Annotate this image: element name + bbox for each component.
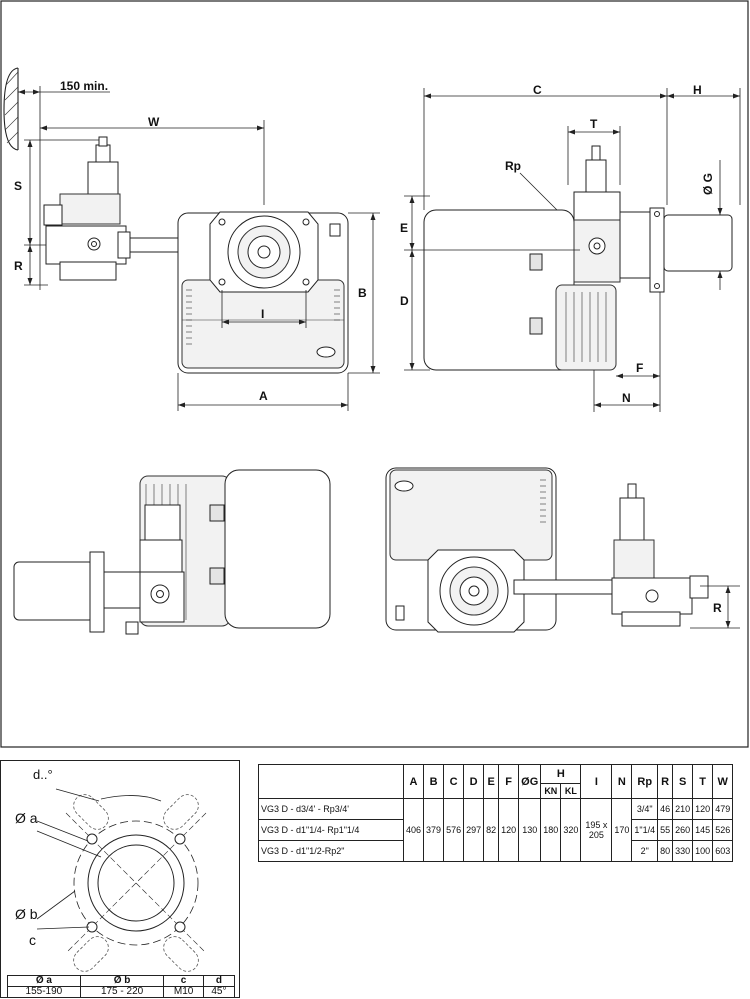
flange-drawing-panel: d..° Ø a Ø b c Ø a Ø b c d 155-190 175 -… [0,760,240,998]
flange-drawing: d..° Ø a Ø b c [15,767,207,972]
value-w: 603 [712,840,734,862]
burner-housing-side [423,209,575,371]
d-label: D [400,294,409,308]
flange-table-cell: 155-190 [7,986,81,998]
dimensions-table-header: A B C D E F ØG H I N Rp R S T W [258,764,734,799]
value-h-kl: 320 [560,798,582,862]
value-f: 120 [498,798,520,862]
flange-table-cell: 175 - 220 [79,986,165,998]
flange-c-label: c [29,932,36,948]
value-t: 100 [692,840,714,862]
flange-table: Ø a Ø b c d 155-190 175 - 220 M10 45° [7,975,236,998]
value-e: 82 [483,798,500,862]
value-t: 145 [692,819,714,841]
i-label: I [261,307,264,321]
flange-table-header-cell: Ø a [7,975,81,987]
col-header-e: E [483,764,500,799]
blast-tube [663,214,733,272]
value-rp: 3/4" [631,798,659,820]
value-r: 80 [657,840,674,862]
clearance-label: 150 min. [60,79,108,93]
col-header-n: N [611,764,633,799]
col-header-a: A [402,764,425,799]
value-w: 526 [712,819,734,841]
bottom-left-view [13,469,331,635]
e-label: E [400,221,408,235]
col-header-h-kl: KL [560,783,582,799]
g-label: Ø G [701,173,715,195]
col-header-t: T [692,764,714,799]
burner-body-front [177,211,349,374]
col-header-s: S [672,764,694,799]
s-label: S [14,179,22,193]
col-header-rp: Rp [631,764,659,799]
technical-drawings: 150 min. W S R [0,0,749,748]
value-rp: 1"1/4 [631,819,659,841]
h-label: H [693,83,702,97]
model-name: VG3 D - d1"1/4- Rp1"1/4 [258,819,404,841]
b-label: B [358,286,367,300]
flange-table-header: Ø a Ø b c d [7,975,236,987]
value-a: 406 [402,798,425,862]
r-label-bottom: R [713,601,722,615]
col-header-r: R [657,764,674,799]
top-left-view: 150 min. W S R [3,67,380,411]
value-r: 55 [657,819,674,841]
flange-table-header-cell: c [163,975,204,987]
value-s: 260 [672,819,694,841]
value-w: 479 [712,798,734,820]
col-header-d: D [463,764,485,799]
col-header-c: C [443,764,465,799]
n-label: N [622,391,631,405]
value-i: 195 x 205 [580,798,613,862]
value-n: 170 [611,798,633,862]
col-header-w: W [712,764,734,799]
bottom-right-view: R [385,467,740,633]
value-s: 330 [672,840,694,862]
value-c: 576 [443,798,465,862]
flange-table-row: 155-190 175 - 220 M10 45° [7,986,236,998]
model-name: VG3 D - d1"1/2-Rp2" [258,840,404,862]
rp-label: Rp [505,159,521,173]
value-g: 130 [518,798,542,862]
flange-b-label: Ø b [15,906,38,922]
flange-table-header-cell: d [202,975,236,987]
flange-table-cell: 45° [202,986,236,998]
t-label: T [590,117,598,131]
f-label: F [636,361,643,375]
value-s: 210 [672,798,694,820]
table-row: VG3 D - d1"1/4- Rp1"1/4 1"1/4 55 260 145… [258,819,734,841]
wall-hatch [3,67,19,151]
value-d: 297 [463,798,485,862]
value-t: 120 [692,798,714,820]
dimensions-table: A B C D E F ØG H I N Rp R S T W KN KL VG… [258,764,734,862]
r-label: R [14,259,23,273]
c-label: C [533,83,542,97]
top-right-view: C H T Rp [400,83,741,412]
value-b: 379 [423,798,445,862]
a-label: A [259,389,268,403]
model-name: VG3 D - d3/4' - Rp3/4' [258,798,404,820]
flange-d-label: d..° [33,767,53,782]
col-header-g: ØG [518,764,542,799]
col-header-i: I [580,764,613,799]
value-rp: 2" [631,840,659,862]
col-header-h-kn: KN [540,783,562,799]
value-h-kn: 180 [540,798,562,862]
flange-table-header-cell: Ø b [79,975,165,987]
flange-table-cell: M10 [163,986,204,998]
w-label: W [148,115,160,129]
table-row: VG3 D - d3/4' - Rp3/4' 406 379 576 297 8… [258,798,734,862]
col-header-h: H [540,764,582,784]
col-header-b: B [423,764,445,799]
table-row: VG3 D - d1"1/2-Rp2" 2" 80 330 100 603 [258,840,734,862]
flange-a-label: Ø a [15,810,38,826]
value-r: 46 [657,798,674,820]
col-header-f: F [498,764,520,799]
model-header-blank [258,764,404,799]
drawing-frame [0,0,749,748]
